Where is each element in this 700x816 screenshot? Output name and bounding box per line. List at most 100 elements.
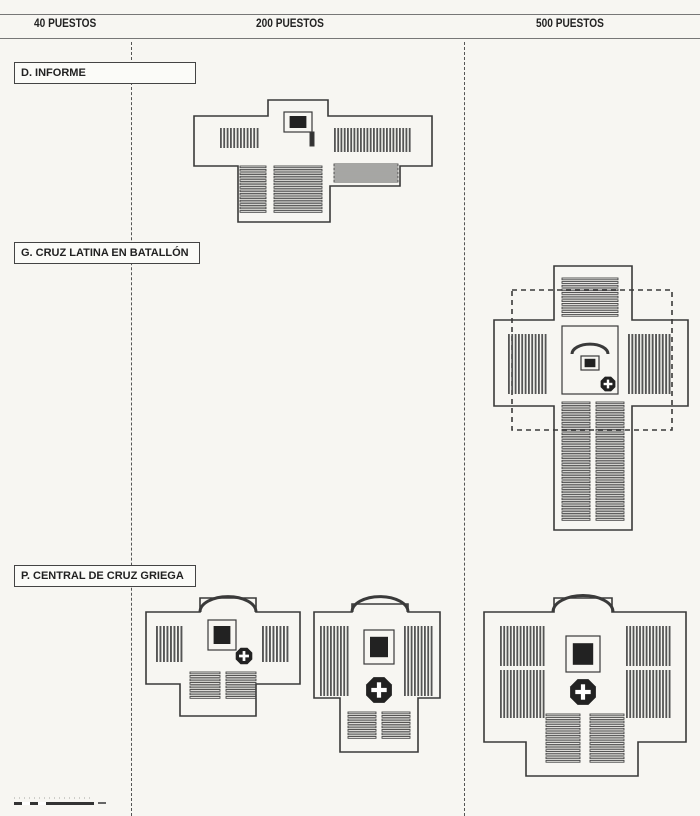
bench — [539, 670, 542, 718]
cruz-griega-500-font — [570, 679, 596, 705]
bench — [340, 128, 343, 152]
informe-ambo — [309, 131, 315, 147]
bench — [635, 626, 638, 666]
bench — [506, 670, 509, 718]
bench — [516, 626, 519, 666]
bench — [652, 626, 655, 666]
bench — [645, 626, 648, 666]
bench-row — [561, 511, 591, 514]
bench — [531, 334, 534, 394]
bench-row — [225, 671, 257, 675]
bench — [523, 670, 525, 718]
bench-row — [595, 497, 625, 501]
bench-row — [561, 504, 591, 508]
bench-row — [273, 206, 323, 210]
informe-plan-outline — [193, 99, 433, 223]
bench — [529, 670, 532, 718]
bench-row — [347, 736, 377, 739]
bench-row — [595, 473, 625, 477]
bench-row — [333, 171, 399, 175]
bench — [528, 334, 530, 394]
bench — [246, 128, 249, 148]
bench-row — [595, 483, 625, 487]
bench — [369, 128, 372, 152]
bench-row — [561, 452, 591, 456]
bench-row — [595, 456, 625, 460]
bench — [333, 626, 336, 696]
altar-frame — [580, 355, 600, 371]
bench — [233, 128, 236, 148]
bench-row — [239, 196, 267, 200]
cruz-griega-200b-font — [366, 677, 392, 703]
bench-row — [595, 480, 625, 484]
bench-row — [545, 724, 581, 727]
bench-row — [561, 497, 591, 501]
cruz-griega-500-apse-arc — [551, 594, 615, 613]
bench-row — [595, 439, 625, 442]
bench-row — [561, 463, 591, 466]
font-cross-h — [371, 687, 387, 693]
cruz-griega-500-benches-upper-left — [500, 626, 545, 666]
informe-altar — [283, 111, 313, 133]
cruz-latina-benches-nave-left — [561, 401, 591, 521]
bench — [326, 626, 329, 696]
bench — [353, 128, 356, 152]
bench-row — [239, 172, 267, 176]
bench-row — [273, 168, 323, 172]
bench-row — [189, 678, 221, 682]
bench — [360, 128, 362, 152]
cruz-griega-500-benches-lower-right — [626, 670, 671, 718]
bench-row — [589, 749, 625, 752]
cruz-latina-presbytery — [561, 325, 619, 395]
cruz-latina-plan-outline — [493, 265, 689, 531]
bench-row — [273, 179, 323, 182]
bench — [382, 128, 385, 152]
bench — [542, 626, 545, 666]
bench-row — [347, 722, 377, 725]
column-header-200: 200 PUESTOS — [256, 18, 324, 30]
bench-row — [595, 490, 625, 494]
bench-row — [589, 727, 625, 731]
bench — [404, 626, 406, 696]
bench-row — [561, 295, 619, 299]
bench — [536, 670, 538, 718]
bench-row — [595, 411, 625, 415]
bench-row — [561, 415, 591, 418]
bench — [408, 128, 411, 152]
bench-row — [561, 480, 591, 484]
bench — [658, 334, 661, 394]
bench — [177, 626, 179, 662]
bench-row — [239, 206, 267, 210]
bench-row — [381, 729, 411, 732]
bench — [655, 626, 658, 666]
bench-row — [273, 175, 323, 179]
cruz-griega-200b-benches-right — [404, 626, 433, 696]
bench-row — [561, 507, 591, 511]
bench-row — [545, 749, 581, 752]
bench-row — [225, 675, 257, 678]
bench — [661, 334, 664, 394]
bench — [347, 128, 349, 152]
bench — [629, 670, 632, 718]
bench — [658, 670, 661, 718]
bench-row — [225, 685, 257, 689]
bench-row — [545, 745, 581, 749]
bench — [526, 670, 529, 718]
bench-row — [595, 466, 625, 470]
cruz-griega-200b-outline — [313, 603, 441, 753]
bench-row — [381, 715, 411, 718]
bench — [513, 626, 515, 666]
bench-row — [561, 422, 591, 425]
bench-row — [333, 175, 399, 179]
bench — [223, 128, 226, 148]
bench-row — [595, 422, 625, 425]
bench-row — [561, 449, 591, 453]
bench — [343, 626, 346, 696]
bench — [395, 128, 398, 152]
cruz-griega-500-benches-upper-right — [626, 626, 671, 666]
bench — [343, 128, 346, 152]
bench-row — [561, 313, 619, 317]
bench — [529, 626, 532, 666]
bench — [414, 626, 416, 696]
altar-table — [213, 626, 231, 644]
